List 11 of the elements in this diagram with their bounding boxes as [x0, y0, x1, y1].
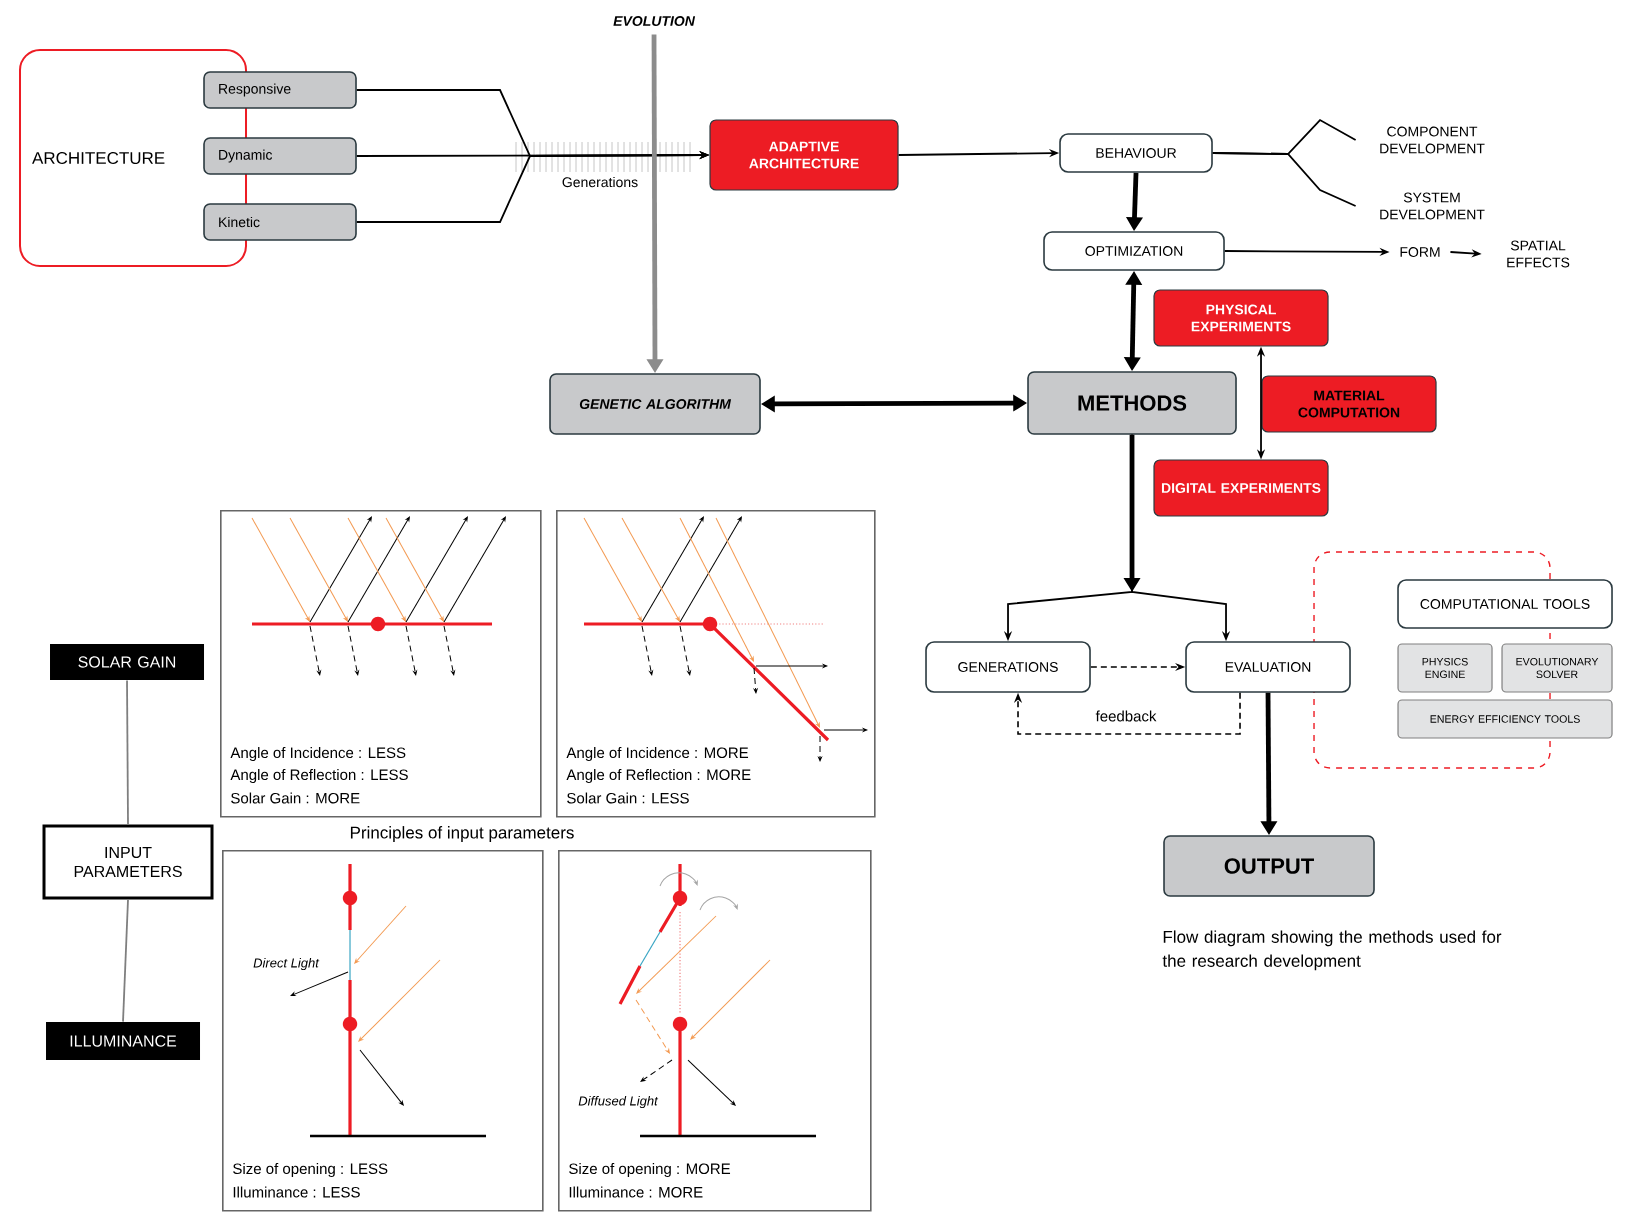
- process-box: METHODS: [1027, 371, 1237, 435]
- category-box: SOLAR GAIN: [50, 644, 204, 680]
- connector-line: [1211, 152, 1357, 207]
- connector-line: [122, 898, 129, 1023]
- process-box: INPUT PARAMETERS: [42, 824, 214, 900]
- arrow: [1013, 692, 1241, 735]
- category-box: ILLUMINANCE: [46, 1022, 200, 1060]
- caption: Flow diagram showing the methods used for the research development: [1162, 930, 1502, 971]
- text-label: Principles of input parameters: [350, 826, 574, 842]
- process-box: OUTPUT: [1163, 835, 1375, 897]
- connector-line: [126, 679, 129, 826]
